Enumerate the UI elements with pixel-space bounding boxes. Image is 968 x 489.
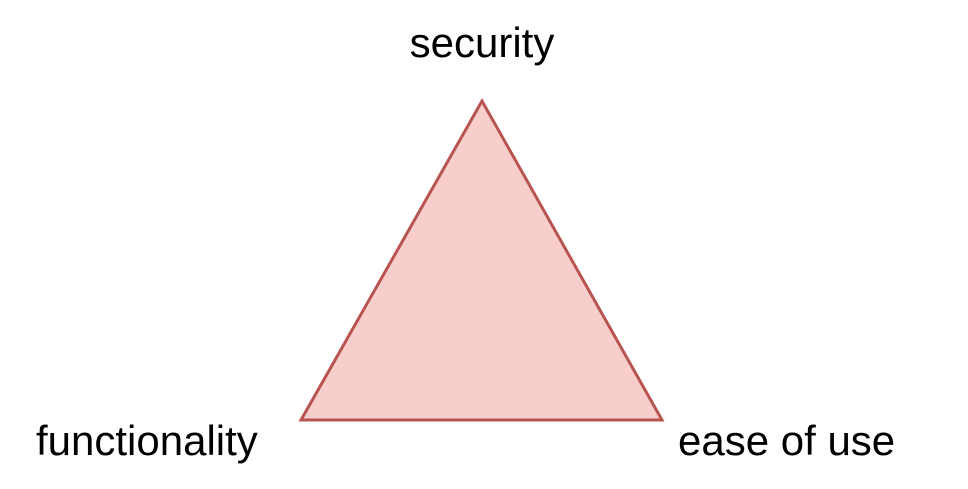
vertex-label-functionality: functionality [36,417,258,464]
vertex-label-ease-of-use: ease of use [678,417,896,464]
triangle-shape [298,97,665,422]
vertex-label-security: security [409,19,555,66]
